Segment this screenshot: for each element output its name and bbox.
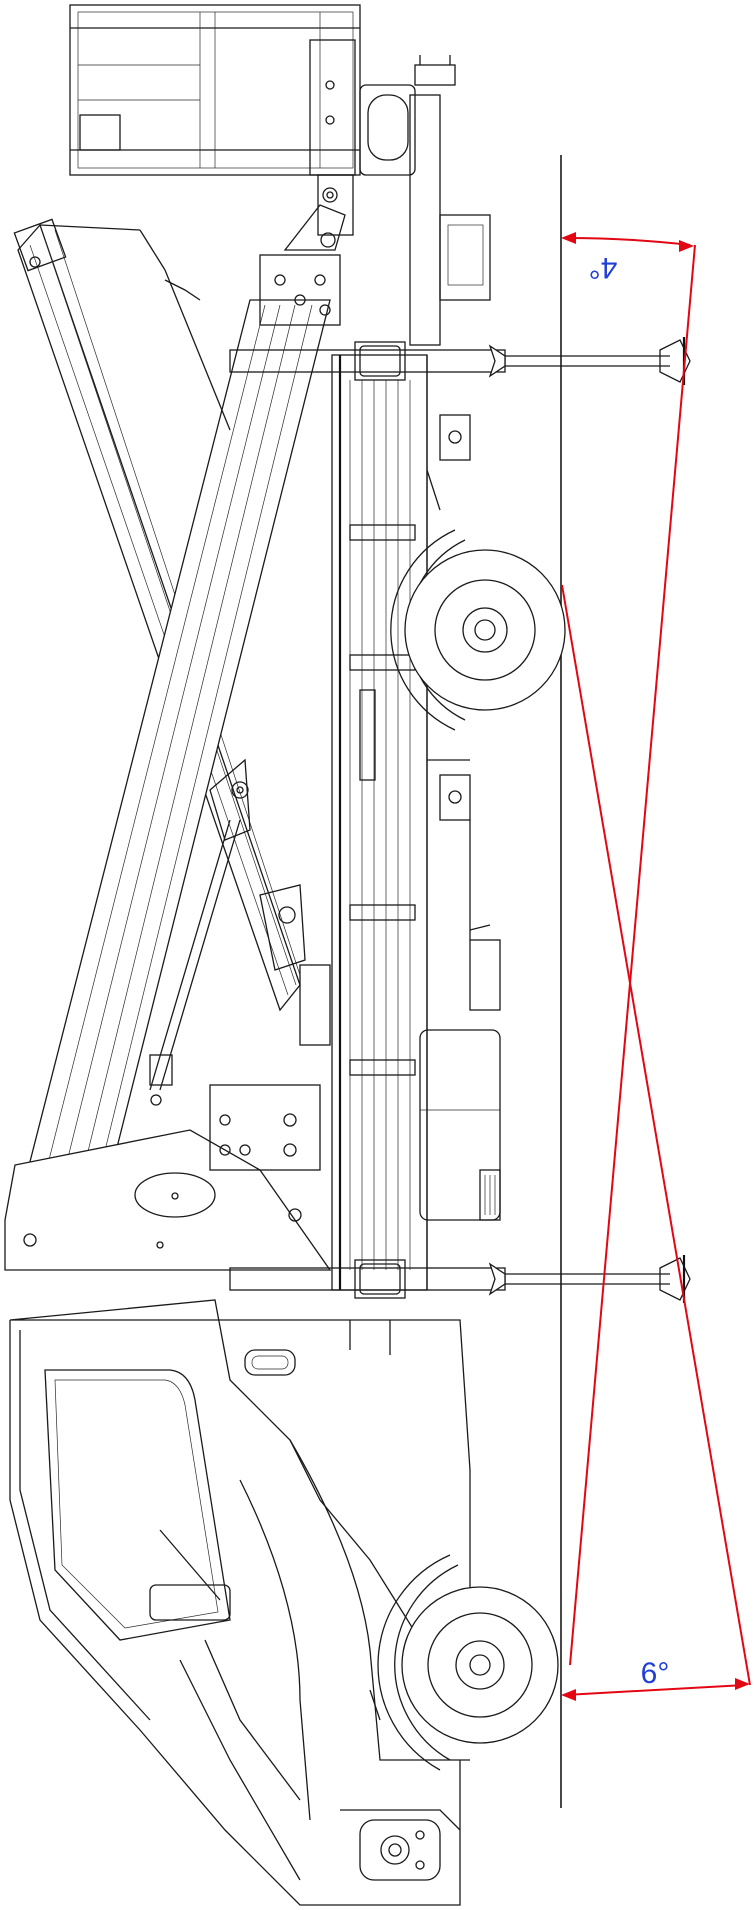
front-angle-label: 6° <box>641 1657 670 1690</box>
scissor-boom-arms <box>4 204 346 1271</box>
approach-departure-angle-lines <box>561 232 751 1701</box>
truck-cab <box>9 1299 471 1906</box>
front-wheel <box>369 1554 559 1771</box>
rear-angle-label: 4° <box>589 251 618 284</box>
front-outrigger <box>229 1255 691 1303</box>
platform-rotator <box>359 55 491 346</box>
rear-angle-arc <box>564 237 691 246</box>
rear-angle-line <box>569 244 696 1666</box>
fuel-tank <box>299 924 501 1221</box>
chassis-frame <box>331 354 471 1291</box>
front-angle-arc <box>564 1684 746 1696</box>
rear-wheel <box>390 529 566 731</box>
front-angle-line <box>561 584 751 1686</box>
work-platform <box>69 4 361 236</box>
